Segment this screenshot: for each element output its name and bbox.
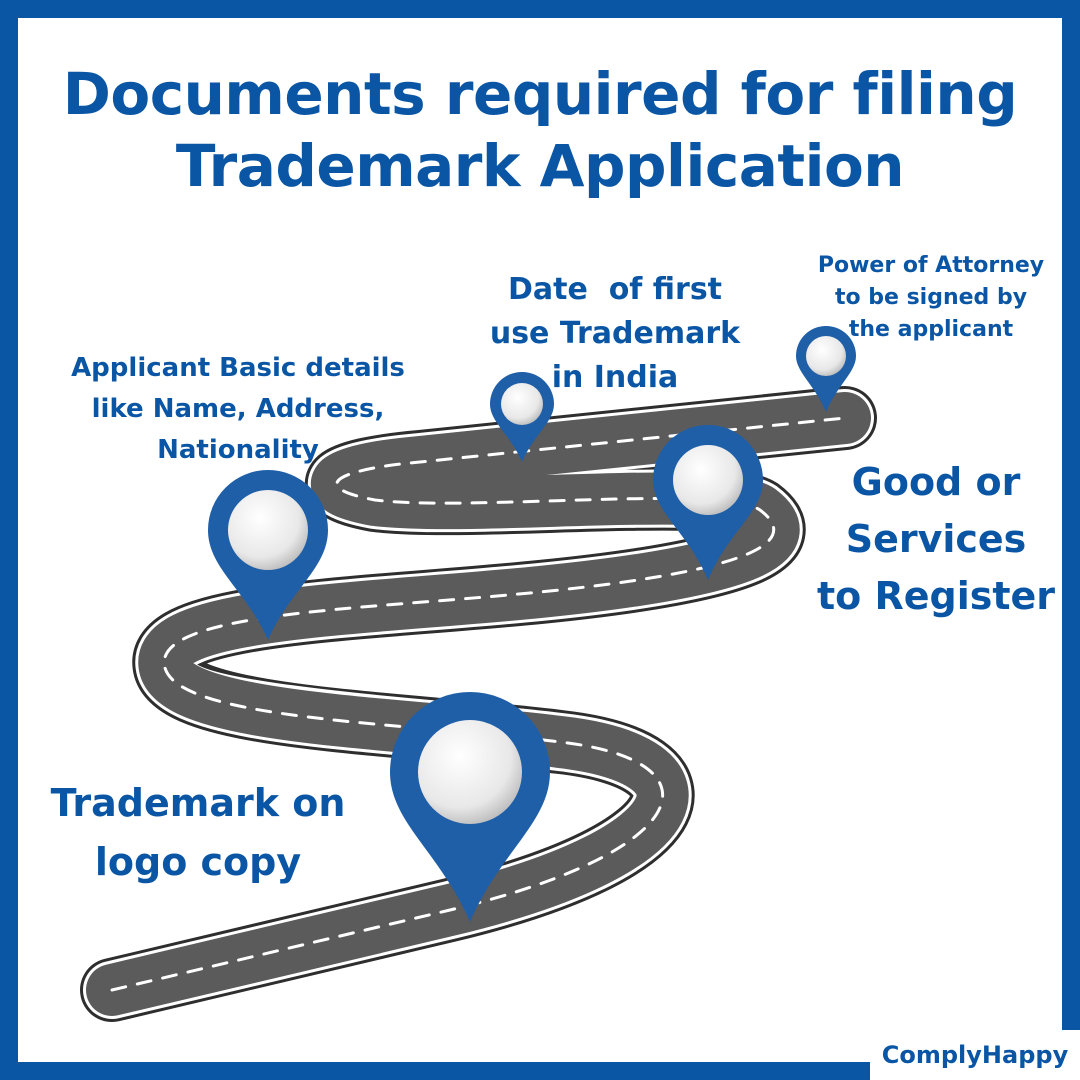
label-line: like Name, Address,: [91, 394, 385, 424]
map-pin-icon: [796, 326, 856, 412]
winding-road: [80, 386, 877, 1022]
title-line-2: Trademark Application: [175, 132, 905, 200]
title-line-1: Documents required for filing: [62, 60, 1018, 128]
label-line: Trademark on: [50, 781, 346, 825]
label-line: the applicant: [848, 317, 1014, 342]
label-line: to Register: [816, 574, 1056, 618]
page-title: Documents required for filing Trademark …: [20, 58, 1060, 202]
map-pin-icon: [208, 470, 328, 640]
label-line: logo copy: [94, 840, 302, 884]
label-line: Nationality: [157, 435, 319, 465]
label-applicant-details: Applicant Basic details like Name, Addre…: [40, 348, 436, 471]
label-line: Services: [845, 517, 1027, 561]
map-pin-icon: [390, 692, 550, 922]
label-line: to be signed by: [834, 285, 1028, 310]
label-line: Date of first: [507, 272, 723, 307]
label-trademark-logo: Trademark on logo copy: [30, 774, 366, 892]
map-pin-icon: [490, 372, 554, 462]
label-power-of-attorney: Power of Attorney to be signed by the ap…: [800, 250, 1062, 346]
label-line: Applicant Basic details: [71, 353, 405, 383]
label-line: Power of Attorney: [817, 253, 1045, 278]
label-date-of-first-use: Date of first use Trademark in India: [470, 268, 760, 400]
label-goods-or-services: Good or Services to Register: [800, 454, 1072, 625]
label-line: in India: [551, 360, 679, 395]
map-pin-icon: [653, 424, 763, 580]
label-line: Good or: [851, 460, 1021, 504]
brand-logo-text: ComplyHappy: [870, 1030, 1080, 1080]
label-line: use Trademark: [489, 316, 741, 351]
